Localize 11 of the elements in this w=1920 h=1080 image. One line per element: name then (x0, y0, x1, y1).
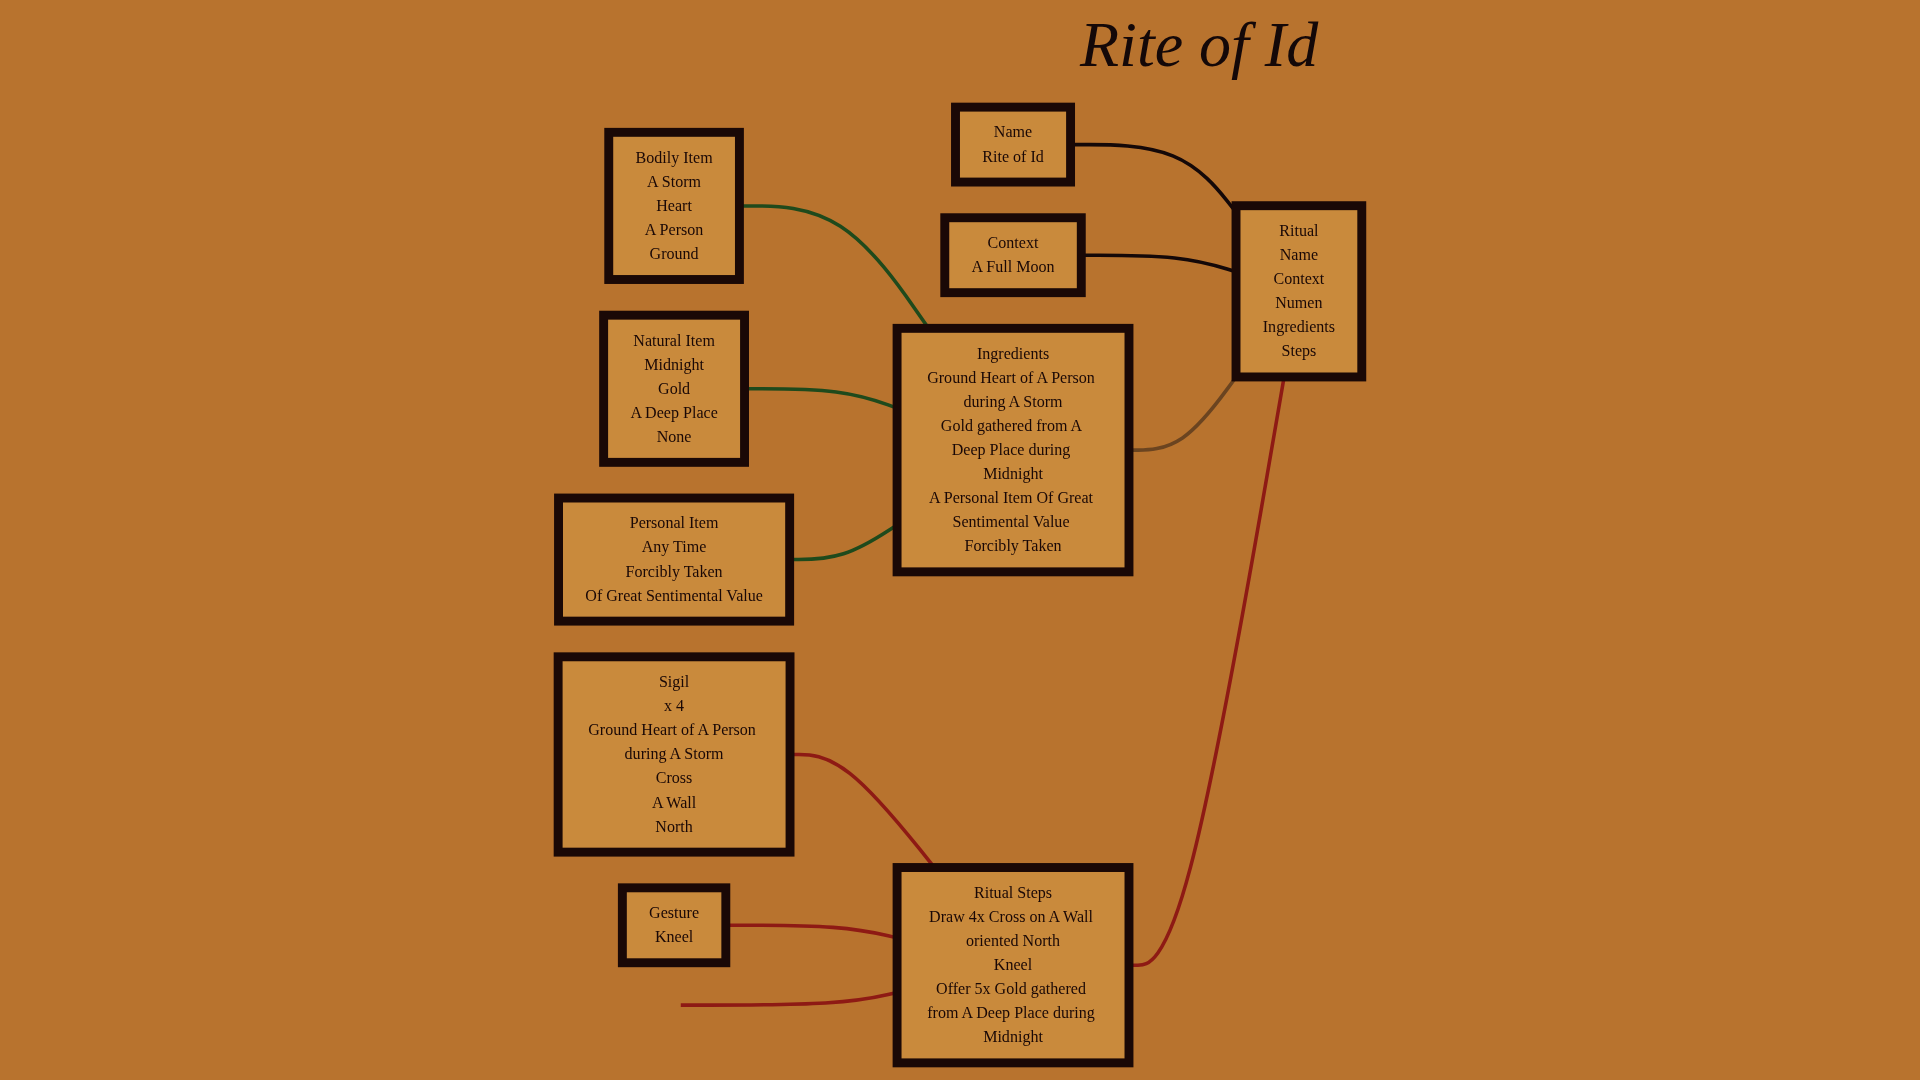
node-box: Ritual Steps Draw 4x Cross on A Wall oriented North Kneel Offer 5x Gold gathered from A Deep Place during Midnight (892, 863, 1134, 1068)
node-box: Name Rite of Id (951, 102, 1076, 187)
node-box: Ritual Name Context Numen Ingredients Steps (1231, 201, 1367, 382)
node-box: Gesture Kneel (617, 883, 731, 968)
node-box: Sigil x 4 Ground Heart of A Person during A Storm Cross A Wall North (553, 652, 795, 857)
diagram-title: Rite of Id (1080, 8, 1319, 82)
node-box: Natural Item Midnight Gold A Deep Place None (599, 310, 750, 467)
node-box: Context A Full Moon (940, 213, 1086, 298)
node-box: Ingredients Ground Heart of A Person during A Storm Gold gathered from A Deep Place during Midnight A Personal Item Of Great Sentimental Value Forcibly Taken (892, 323, 1134, 577)
node-box: Bodily Item A Storm Heart A Person Ground (604, 127, 744, 284)
node-box: Personal Item Any Time Forcibly Taken Of Great Sentimental Value (554, 493, 795, 626)
